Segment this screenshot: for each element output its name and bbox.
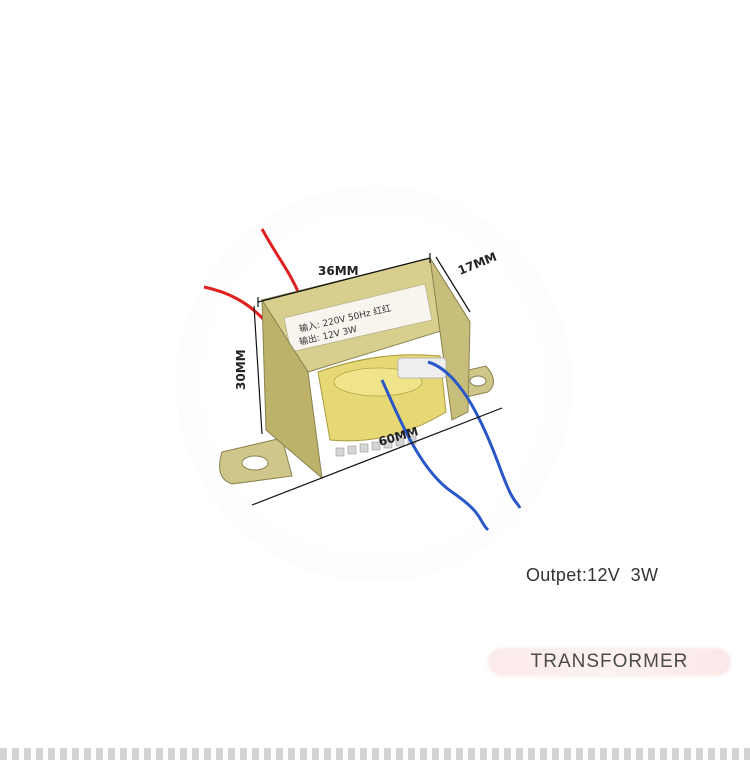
blue-wire-1	[380, 379, 490, 532]
blue-wire-2	[427, 360, 522, 509]
red-wire-left	[203, 285, 268, 324]
dim-line-width	[257, 257, 431, 303]
dim-line-length	[251, 407, 503, 506]
output-spec-text: Outpet:12V 3W	[526, 565, 659, 585]
banner-label: TRANSFORMER	[530, 651, 689, 672]
dimension-lines	[251, 253, 503, 506]
label-sticker	[283, 283, 433, 353]
dashed-bottom-border	[0, 748, 750, 760]
dimension-depth-label: 17MM	[456, 250, 499, 278]
product-name-banner: TRANSFORMER	[489, 649, 730, 675]
dimension-width-label: 36MM	[318, 264, 359, 278]
dimension-height-label: 30MM	[234, 349, 248, 390]
red-wire-top	[260, 228, 302, 297]
terminal-pins	[335, 435, 417, 457]
dim-line-height	[253, 305, 263, 435]
dim-line-depth	[435, 256, 471, 313]
